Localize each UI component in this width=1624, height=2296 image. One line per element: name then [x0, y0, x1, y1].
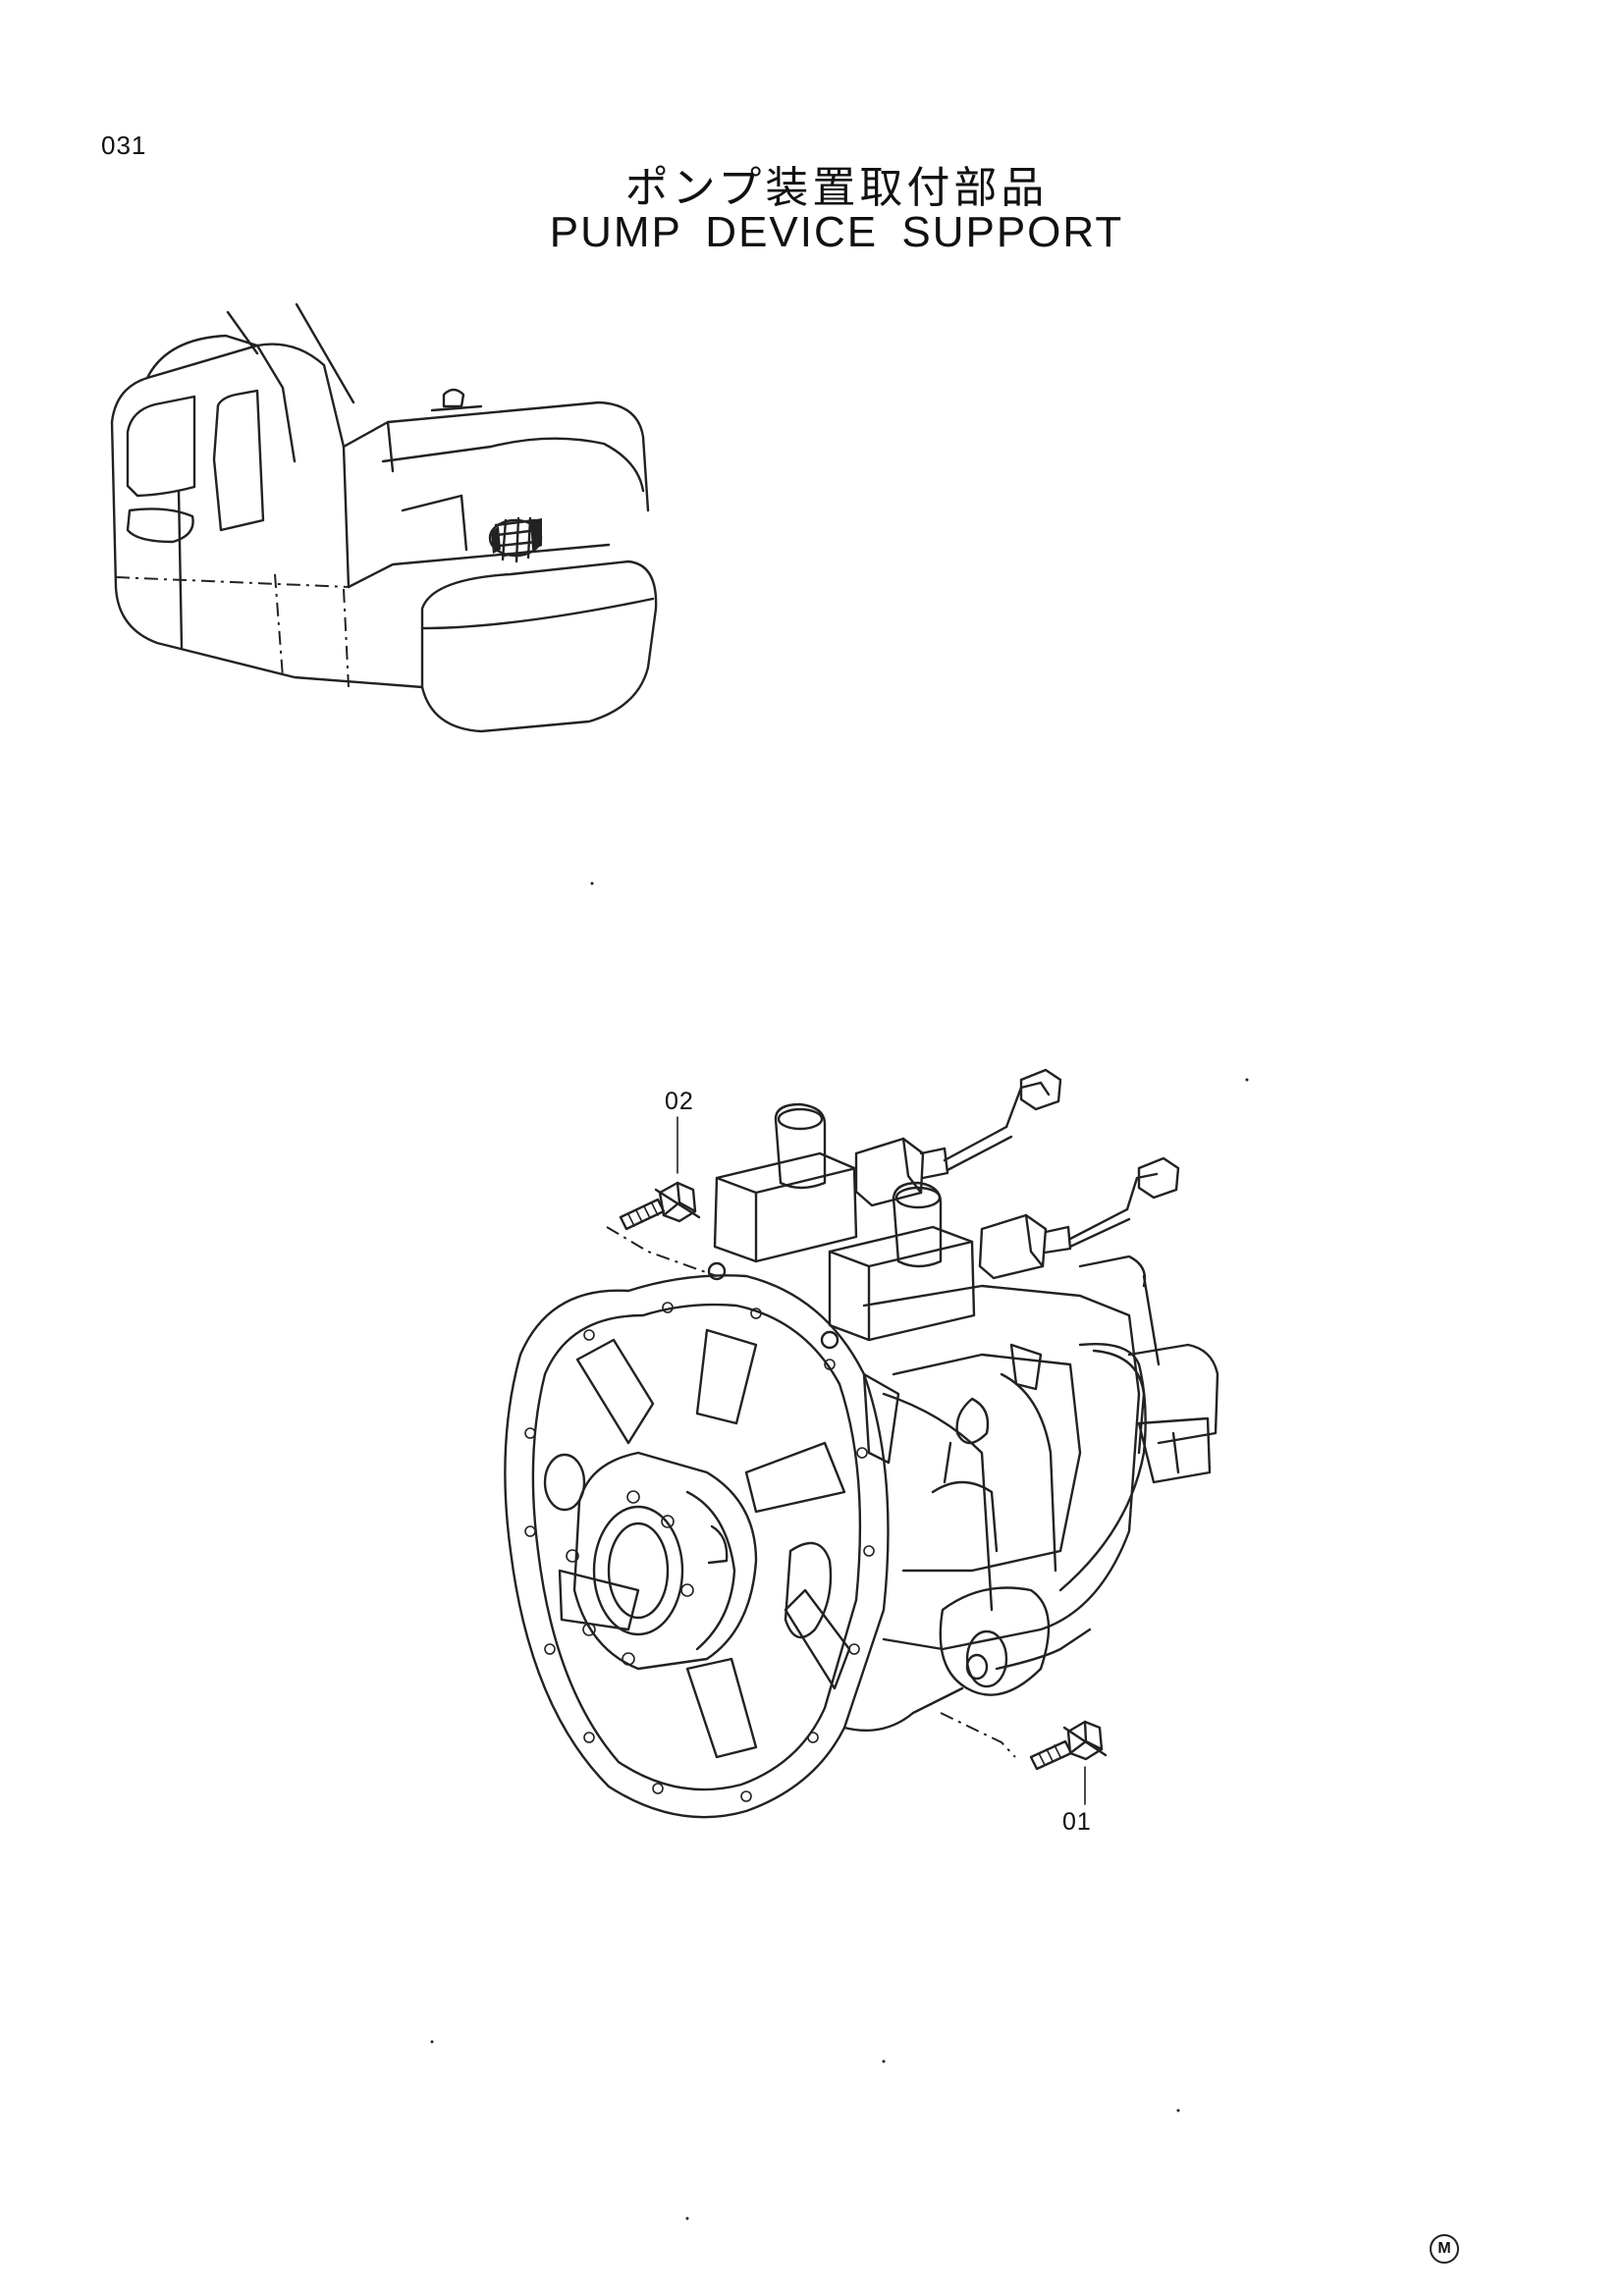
corner-mark: M — [1430, 2234, 1459, 2264]
title-japanese: ポンプ装置取付部品 — [624, 163, 1049, 213]
pump-assembly — [504, 1068, 1219, 1819]
callout-02: 02 — [665, 1088, 694, 1115]
page-number: 031 — [101, 131, 147, 160]
callout-01: 01 — [1062, 1808, 1092, 1836]
pump-location-marker — [488, 516, 543, 563]
bolt-02 — [606, 1116, 718, 1277]
excavator-overview — [110, 302, 658, 733]
title-english: PUMP DEVICE SUPPORT — [549, 208, 1124, 256]
bolt-01 — [940, 1712, 1108, 1805]
